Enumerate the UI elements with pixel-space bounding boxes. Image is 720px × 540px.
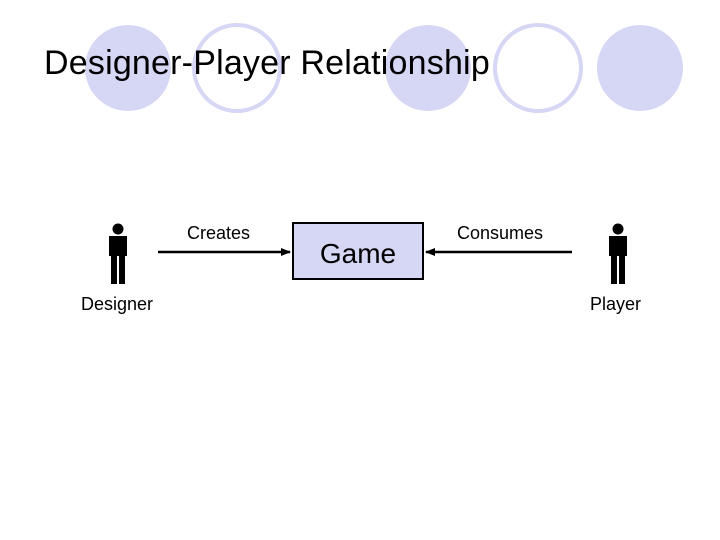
decor-circle-1	[85, 25, 171, 111]
designer-person-icon	[109, 223, 127, 284]
player-label: Player	[590, 294, 642, 314]
decorative-circles	[85, 23, 683, 113]
game-box: Game	[292, 222, 424, 280]
player-person-icon	[609, 223, 627, 284]
game-label: Game	[319, 238, 397, 269]
consumes-label: Consumes	[457, 223, 544, 243]
decor-circle-4	[493, 23, 583, 113]
decor-circle-2	[192, 23, 282, 113]
page-title: Designer-Player Relationship	[44, 44, 490, 82]
decor-circle-3	[385, 25, 471, 111]
creates-label: Creates	[187, 223, 251, 243]
designer-label: Designer	[81, 294, 154, 314]
decor-circle-5	[597, 25, 683, 111]
